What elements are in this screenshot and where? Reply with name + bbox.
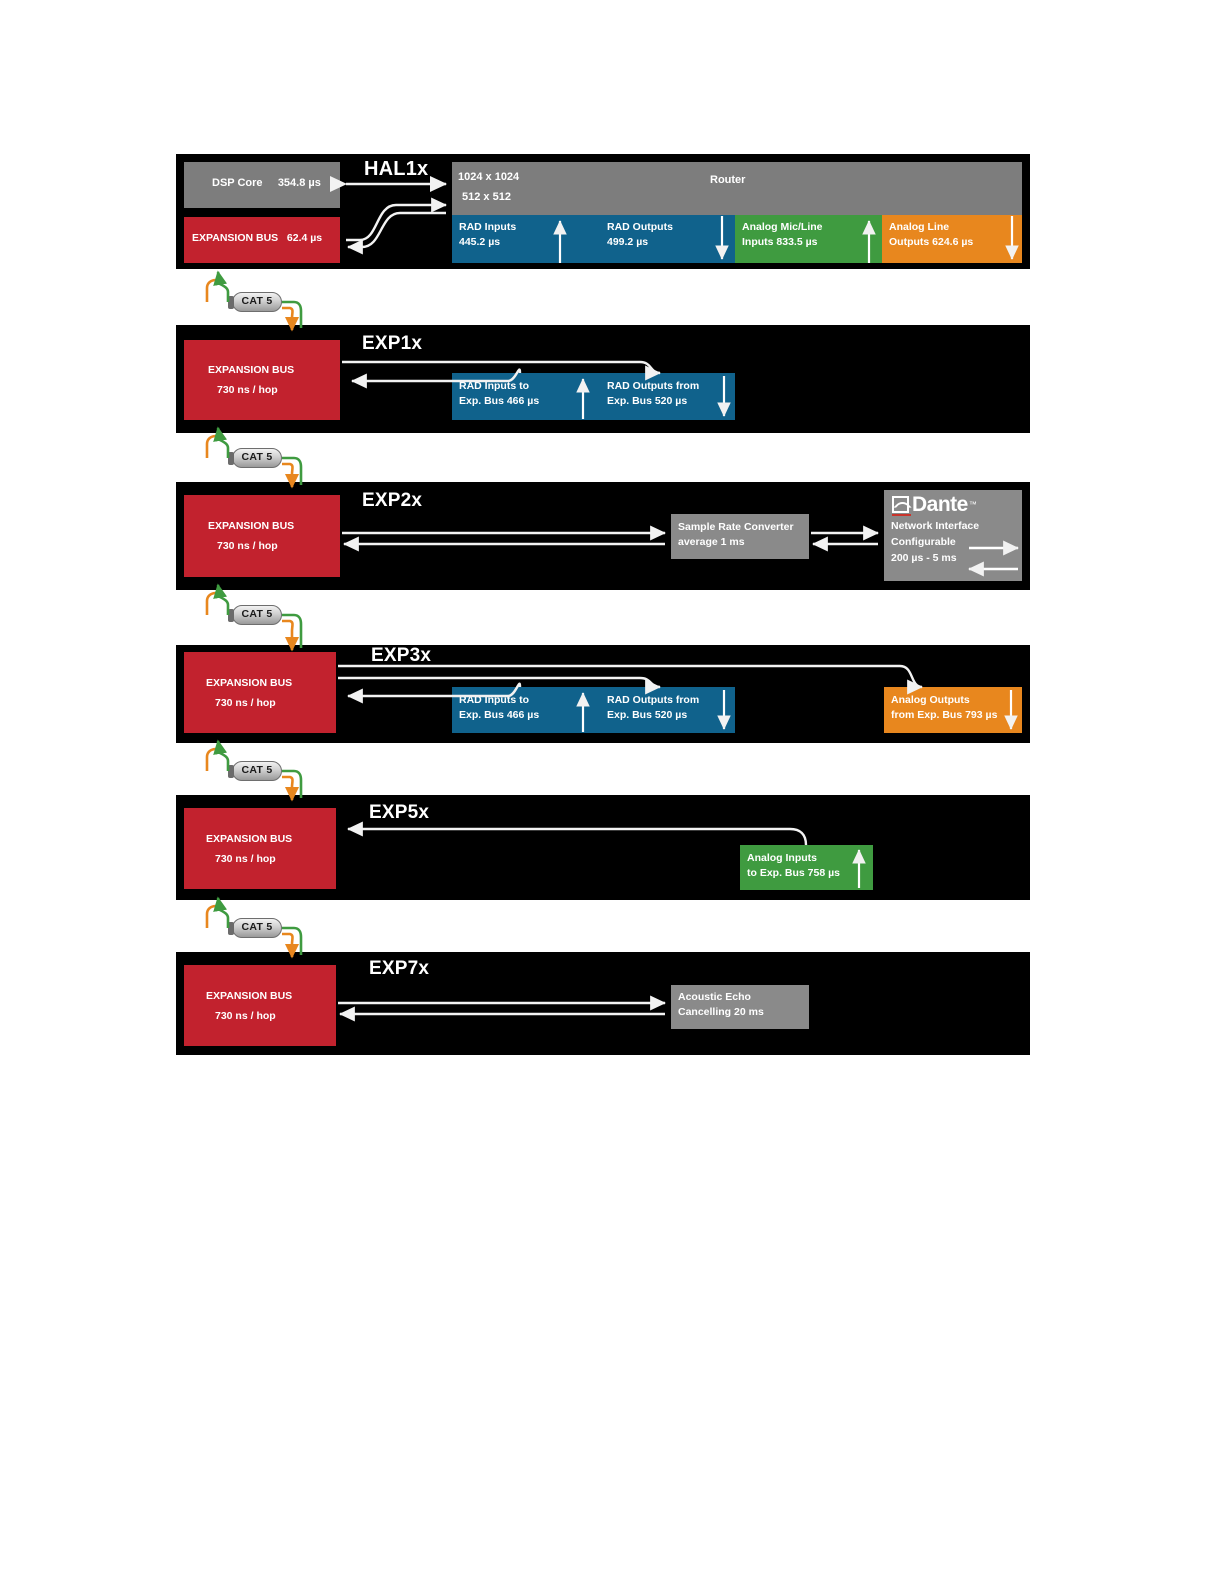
block-hal1x-rad-inputs-label-1: RAD Inputs (459, 221, 517, 233)
block-exp7x-expansion-bus-label-2: 730 ns / hop (215, 1010, 276, 1022)
block-sample-rate-converter-label-1: Sample Rate Converter (678, 521, 794, 533)
dante-wordmark: Dante (912, 493, 968, 516)
device-title-exp5x: EXP5x (369, 802, 430, 823)
block-hal1x-expansion-bus: EXPANSION BUS 62.4 µs (184, 217, 340, 263)
cat5-label: CAT 5 (241, 451, 273, 463)
block-dante-label-1: Network Interface (891, 520, 980, 532)
block-exp5x-expansion-bus-label-2: 730 ns / hop (215, 853, 276, 865)
device-title-exp7x: EXP7x (369, 958, 430, 979)
cat5-label: CAT 5 (241, 921, 273, 933)
block-acoustic-echo-cancelling: Acoustic Echo Cancelling 20 ms (671, 985, 809, 1029)
cat5-connector-exp1x-exp2x: CAT 5 (228, 448, 282, 468)
block-exp7x-expansion-bus-label-1: EXPANSION BUS (206, 990, 293, 1002)
device-title-exp3x: EXP3x (371, 645, 432, 666)
block-dante-label-3: 200 µs - 5 ms (891, 552, 957, 564)
block-hal1x-rad-outputs: RAD Outputs 499.2 µs (595, 215, 735, 263)
block-exp3x-expansion-bus: EXPANSION BUS 730 ns / hop (184, 652, 336, 733)
block-exp1x-rad-outputs-label-1: RAD Outputs from (607, 380, 700, 392)
block-hal1x-analog-line-outputs: Analog Line Outputs 624.6 µs (882, 215, 1022, 263)
block-dsp-core: DSP Core 354.8 µs (184, 162, 340, 208)
block-hal1x-analog-mic-line-inputs-label-1: Analog Mic/Line (742, 221, 823, 233)
block-exp3x-rad-inputs: RAD Inputs to Exp. Bus 466 µs (452, 687, 595, 733)
cat5-connector-hal1x-exp1x: CAT 5 (228, 292, 282, 312)
block-dante-network-interface: Dante ™ Network Interface Configurable 2… (884, 490, 1022, 581)
block-hal1x-rad-inputs: RAD Inputs 445.2 µs (452, 215, 595, 263)
block-hal1x-rad-outputs-label-1: RAD Outputs (607, 221, 673, 233)
block-exp3x-rad-outputs-label-1: RAD Outputs from (607, 694, 700, 706)
block-dsp-core-label: DSP Core 354.8 µs (212, 177, 321, 189)
block-exp5x-analog-inputs: Analog Inputs to Exp. Bus 758 µs (740, 845, 873, 890)
block-exp1x-expansion-bus-label-2: 730 ns / hop (217, 384, 278, 396)
block-exp1x-rad-outputs-label-2: Exp. Bus 520 µs (607, 395, 688, 407)
cat5-tab-icon (228, 296, 234, 309)
block-exp3x-rad-outputs-label-2: Exp. Bus 520 µs (607, 709, 688, 721)
block-exp7x-expansion-bus: EXPANSION BUS 730 ns / hop (184, 965, 336, 1046)
block-hal1x-analog-line-outputs-label-2: Outputs 624.6 µs (889, 236, 974, 248)
block-exp3x-analog-outputs-label-2: from Exp. Bus 793 µs (891, 709, 998, 721)
cat5-label: CAT 5 (241, 295, 273, 307)
dante-logo: Dante ™ (892, 494, 977, 515)
block-router: Router 1024 x 1024 512 x 512 (452, 162, 1022, 215)
block-exp1x-rad-inputs-label-1: RAD Inputs to (459, 380, 529, 392)
block-exp5x-expansion-bus-label-1: EXPANSION BUS (206, 833, 293, 845)
block-exp3x-analog-outputs: Analog Outputs from Exp. Bus 793 µs (884, 687, 1022, 733)
block-hal1x-expansion-bus-label: EXPANSION BUS 62.4 µs (192, 232, 323, 244)
dante-mark-icon (892, 496, 909, 513)
device-title-exp2x: EXP2x (362, 490, 423, 511)
block-router-size-top: 1024 x 1024 (458, 171, 520, 183)
block-hal1x-analog-mic-line-inputs: Analog Mic/Line Inputs 833.5 µs (735, 215, 882, 263)
block-exp1x-rad-inputs: RAD Inputs to Exp. Bus 466 µs (452, 373, 595, 420)
block-dante-label-2: Configurable (891, 536, 956, 548)
block-exp5x-expansion-bus: EXPANSION BUS 730 ns / hop (184, 808, 336, 889)
cat5-connector-exp2x-exp3x: CAT 5 (228, 605, 282, 625)
block-exp1x-rad-outputs: RAD Outputs from Exp. Bus 520 µs (595, 373, 735, 420)
device-title-exp1x: EXP1x (362, 333, 423, 354)
block-exp2x-expansion-bus: EXPANSION BUS 730 ns / hop (184, 495, 340, 577)
cat5-tab-icon (228, 765, 234, 778)
dante-trademark-icon: ™ (968, 500, 977, 509)
block-exp3x-expansion-bus-label-2: 730 ns / hop (215, 697, 276, 709)
block-hal1x-rad-inputs-label-2: 445.2 µs (459, 236, 501, 248)
block-acoustic-echo-cancelling-label-2: Cancelling 20 ms (678, 1006, 764, 1018)
block-hal1x-analog-line-outputs-label-1: Analog Line (889, 221, 950, 233)
device-title-hal1x: HAL1x (364, 158, 429, 180)
block-hal1x-analog-mic-line-inputs-label-2: Inputs 833.5 µs (742, 236, 818, 248)
block-hal1x-rad-outputs-label-2: 499.2 µs (607, 236, 649, 248)
block-exp3x-expansion-bus-label-1: EXPANSION BUS (206, 677, 293, 689)
cat5-connector-exp3x-exp5x: CAT 5 (228, 761, 282, 781)
cat5-connector-exp5x-exp7x: CAT 5 (228, 918, 282, 938)
block-exp1x-expansion-bus-label-1: EXPANSION BUS (208, 364, 295, 376)
dante-underline (892, 514, 911, 516)
block-sample-rate-converter: Sample Rate Converter average 1 ms (671, 514, 809, 559)
cat5-tab-icon (228, 452, 234, 465)
block-exp1x-expansion-bus: EXPANSION BUS 730 ns / hop (184, 340, 340, 420)
block-exp3x-rad-outputs: RAD Outputs from Exp. Bus 520 µs (595, 687, 735, 733)
block-router-size-bottom: 512 x 512 (462, 191, 511, 203)
cat5-label: CAT 5 (241, 608, 273, 620)
block-sample-rate-converter-label-2: average 1 ms (678, 536, 745, 548)
block-exp2x-expansion-bus-label-1: EXPANSION BUS (208, 520, 295, 532)
block-exp3x-analog-outputs-label-1: Analog Outputs (891, 694, 970, 706)
block-exp3x-rad-inputs-label-1: RAD Inputs to (459, 694, 529, 706)
block-exp3x-rad-inputs-label-2: Exp. Bus 466 µs (459, 709, 540, 721)
block-exp2x-expansion-bus-label-2: 730 ns / hop (217, 540, 278, 552)
cat5-tab-icon (228, 609, 234, 622)
block-exp5x-analog-inputs-label-2: to Exp. Bus 758 µs (747, 867, 840, 879)
cat5-tab-icon (228, 922, 234, 935)
block-exp5x-analog-inputs-label-1: Analog Inputs (747, 852, 817, 864)
block-acoustic-echo-cancelling-label-1: Acoustic Echo (678, 991, 751, 1003)
block-router-label: Router (710, 174, 746, 186)
block-exp1x-rad-inputs-label-2: Exp. Bus 466 µs (459, 395, 540, 407)
cat5-label: CAT 5 (241, 764, 273, 776)
